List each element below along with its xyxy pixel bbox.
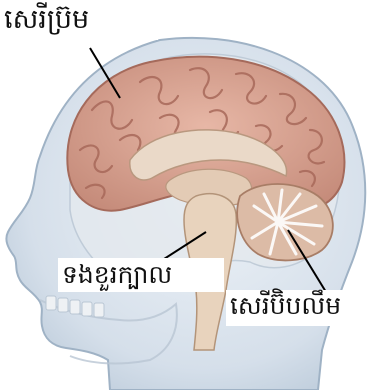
cerebellum-label: សេរីប៊ិបលឹម [230, 293, 341, 318]
brainstem-label: ទងខួរក្បាល [62, 262, 172, 287]
cerebrum-label: សេរីប្រ៊ម [4, 6, 89, 33]
